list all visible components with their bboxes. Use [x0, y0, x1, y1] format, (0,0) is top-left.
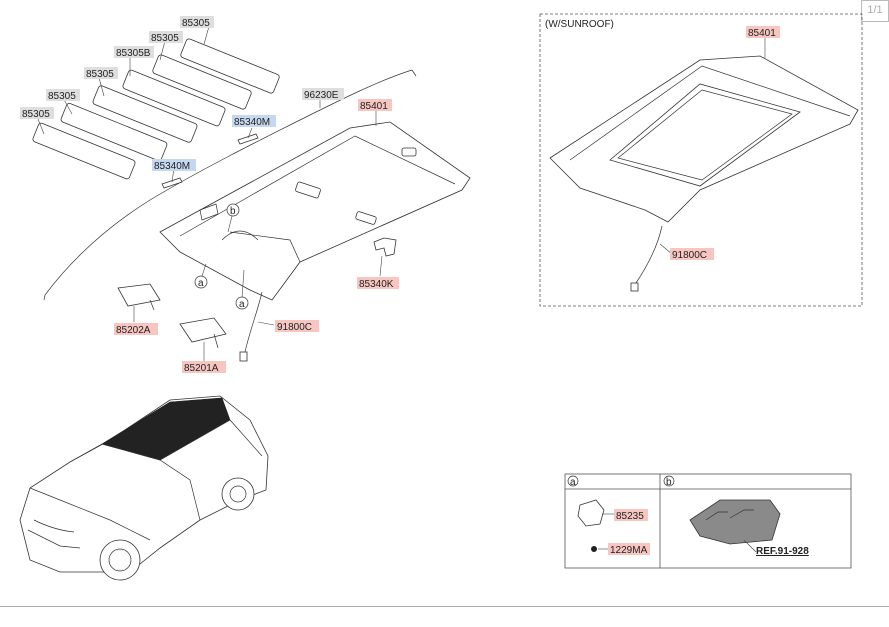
svg-text:85305: 85305 [151, 33, 179, 44]
panel-85305-2[interactable] [152, 54, 252, 110]
assist-handle-85340k[interactable] [373, 237, 397, 257]
svg-text:85202A: 85202A [116, 325, 151, 336]
svg-text:85401: 85401 [360, 101, 388, 112]
svg-text:85201A: 85201A [184, 363, 219, 374]
panel-85305-4[interactable] [92, 85, 198, 143]
svg-text:85340M: 85340M [234, 117, 270, 128]
label-85305-6: 85305 [20, 107, 54, 120]
label-85202a: 85202A [114, 323, 158, 336]
svg-text:a: a [198, 278, 204, 289]
svg-text:91800C: 91800C [672, 250, 707, 261]
assist-handle-85340m-upper[interactable] [237, 133, 259, 145]
inset-label-85401: 85401 [746, 26, 780, 39]
detail-col-a-header: a [567, 475, 579, 488]
svg-text:85340M: 85340M [154, 161, 190, 172]
detail-table: a b 85235 1229MA REF.91-928 [564, 473, 852, 569]
callout-a-left: a [194, 275, 208, 289]
sunvisor-85202a-clip [149, 299, 155, 311]
svg-text:85305: 85305 [48, 91, 76, 102]
headliner-85401[interactable] [159, 121, 471, 301]
svg-text:a: a [239, 299, 245, 310]
roof-wire-96230e[interactable] [44, 69, 413, 296]
vehicle-illustration [19, 395, 269, 581]
label-85305-2: 85305 [149, 31, 183, 44]
sunroof-inset-title: (W/SUNROOF) [545, 19, 614, 30]
svg-text:96230E: 96230E [304, 90, 339, 101]
svg-text:85340K: 85340K [359, 279, 394, 290]
inset-headliner-85401[interactable] [549, 55, 859, 223]
label-96230e: 96230E [302, 88, 344, 101]
svg-text:1229MA: 1229MA [610, 545, 648, 556]
label-85305b: 85305B [114, 46, 154, 59]
callout-a-right: a [235, 296, 249, 310]
detail-col-b-header: b [663, 475, 675, 488]
inset-wiring-91800c[interactable] [635, 225, 663, 284]
label-85305-top: 85305 [180, 16, 214, 29]
panel-85305-6[interactable] [32, 122, 136, 180]
label-85340m-upper: 85340M [232, 115, 276, 128]
svg-text:85305: 85305 [182, 18, 210, 29]
panel-85305b[interactable] [122, 69, 226, 127]
ref-91-928-link[interactable]: REF.91-928 [756, 546, 809, 557]
roof-wire-ends [43, 69, 417, 301]
svg-text:85235: 85235 [616, 511, 644, 522]
label-85401: 85401 [358, 99, 392, 112]
bottom-divider [0, 606, 889, 607]
panel-85305-5[interactable] [60, 102, 168, 161]
sunvisor-85201a-clip [213, 333, 219, 349]
label-85305-4: 85305 [84, 67, 118, 80]
roof-panels [32, 38, 280, 180]
label-85340k: 85340K [357, 277, 399, 290]
svg-text:85305: 85305 [86, 69, 114, 80]
svg-text:85305B: 85305B [116, 48, 151, 59]
panel-85305-top[interactable] [180, 38, 280, 94]
svg-text:85305: 85305 [22, 109, 50, 120]
detail-label-85235: 85235 [614, 509, 648, 522]
label-91800c: 91800C [275, 320, 319, 333]
screw-1229ma[interactable] [591, 546, 597, 552]
label-85340m-lower: 85340M [152, 159, 196, 172]
svg-text:85401: 85401 [748, 28, 776, 39]
wiring-91800c[interactable] [244, 291, 263, 353]
assist-handle-85340m-lower[interactable] [161, 177, 183, 189]
inset-label-91800c: 91800C [670, 248, 714, 261]
overhead-console[interactable] [689, 499, 781, 545]
sunvisor-85201a[interactable] [179, 317, 227, 343]
wiring-connector [239, 351, 248, 362]
svg-text:b: b [666, 477, 672, 488]
sunroof-inset-frame [539, 13, 863, 307]
svg-text:a: a [570, 477, 576, 488]
callout-b: b [226, 203, 240, 217]
detail-label-1229ma: 1229MA [608, 543, 650, 556]
svg-text:b: b [230, 206, 236, 217]
sunvisor-85202a[interactable] [117, 283, 161, 307]
inset-wiring-connector [630, 282, 639, 292]
lamp-85235[interactable] [577, 499, 605, 527]
label-85305-5: 85305 [46, 89, 80, 102]
label-85201a: 85201A [182, 361, 226, 374]
svg-text:91800C: 91800C [277, 322, 312, 333]
